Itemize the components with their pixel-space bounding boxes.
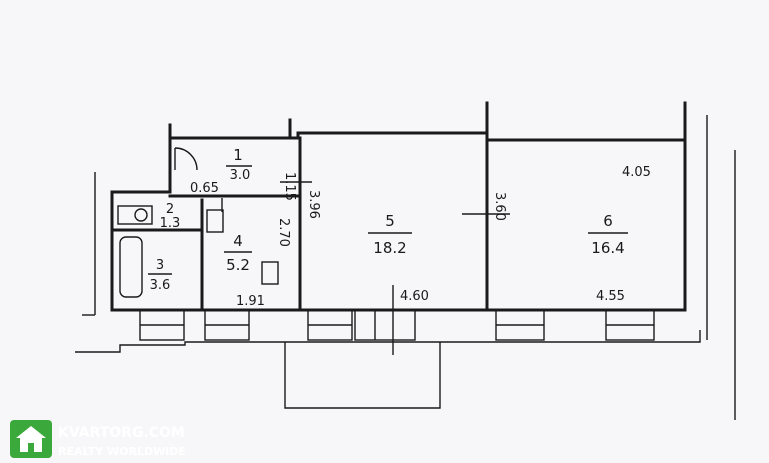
outer-wall — [110, 131, 687, 312]
room-1-number: 1 — [233, 146, 243, 164]
watermark-site: KVARTORG.COM — [58, 425, 185, 441]
room-3-number: 3 — [156, 258, 164, 273]
dim-1-91: 1.91 — [236, 294, 265, 309]
balcony-outline — [284, 342, 441, 409]
foundation-line — [75, 330, 701, 353]
bathtub-icon — [119, 236, 143, 298]
dim-4-60: 4.60 — [400, 289, 429, 304]
room-2-area: 1.3 — [160, 216, 181, 231]
dim-4-55: 4.55 — [596, 289, 625, 304]
dim-3-96: 3.96 — [306, 190, 321, 219]
room-3-area: 3.6 — [150, 278, 171, 293]
room-4-area: 5.2 — [226, 256, 250, 274]
dim-0-65: 0.65 — [190, 181, 219, 196]
room-6-area: 16.4 — [591, 239, 624, 257]
watermark: KVARTORG.COM REALTY WORLDWIDE — [10, 420, 186, 458]
watermark-tagline: REALTY WORLDWIDE — [58, 445, 186, 458]
room-6-number: 6 — [603, 212, 613, 230]
room-4-number: 4 — [233, 232, 243, 250]
window-row — [139, 285, 655, 355]
dim-1-15: 1.15 — [282, 172, 297, 201]
room-5-number: 5 — [385, 212, 395, 230]
stove-icon — [206, 209, 224, 233]
dim-4-05: 4.05 — [622, 165, 651, 180]
room-2-number: 2 — [166, 202, 174, 217]
dim-3-60: 3.60 — [492, 192, 507, 221]
room-1-area: 3.0 — [230, 168, 251, 183]
radiator-icon — [261, 261, 279, 285]
sink-icon — [117, 205, 153, 225]
door-swing — [174, 147, 198, 171]
dim-2-70: 2.70 — [276, 218, 291, 247]
room-5-area: 18.2 — [373, 239, 406, 257]
